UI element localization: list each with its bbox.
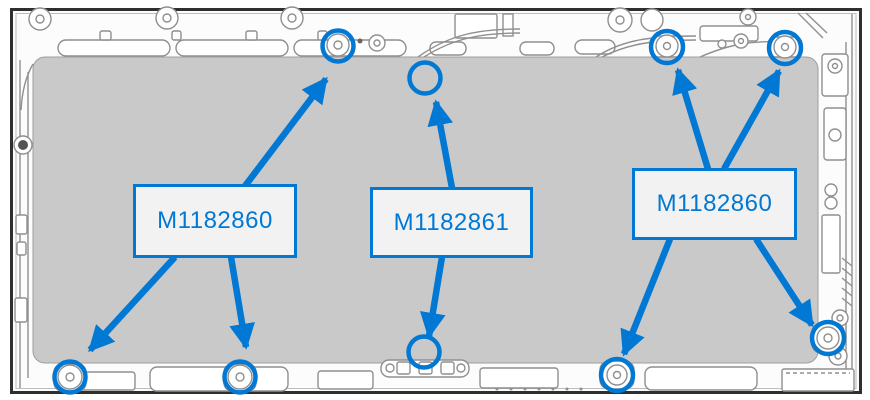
screw-label-center: M1182861 — [370, 187, 533, 258]
screw-callout-circle-top-left — [320, 28, 356, 64]
callout-arrow — [427, 99, 456, 189]
screw-callout-circle-top-right-2 — [766, 29, 804, 67]
chassis-left-detail — [13, 60, 34, 388]
chassis-right-detail — [821, 14, 853, 390]
callout-arrow — [87, 254, 178, 353]
chassis-frame — [10, 8, 862, 394]
callout-arrow — [753, 237, 815, 328]
screw-callout-circle-bottom-right-2 — [809, 319, 847, 357]
screw-callout-circle-bottom-left-1 — [52, 359, 88, 395]
callout-arrows — [87, 67, 815, 357]
screw-callout-circle-top-mid — [407, 60, 443, 96]
callout-arrow — [419, 256, 446, 339]
callout-arrow — [620, 237, 674, 357]
screw-callout-circle-bottom-left-2 — [222, 359, 258, 395]
screw-callout-circle-bottom-right-1 — [598, 356, 636, 394]
screw-callout-circle-top-right-1 — [648, 28, 686, 66]
screw-callout-circles — [52, 28, 847, 395]
screw-label-left: M1182860 — [133, 184, 297, 258]
callout-arrow — [721, 68, 782, 171]
callout-arrow — [227, 256, 255, 350]
callout-arrow — [672, 67, 712, 170]
callout-arrow — [242, 76, 329, 188]
chassis-inner-line — [15, 13, 857, 389]
screw-label-right: M1182860 — [632, 168, 797, 240]
